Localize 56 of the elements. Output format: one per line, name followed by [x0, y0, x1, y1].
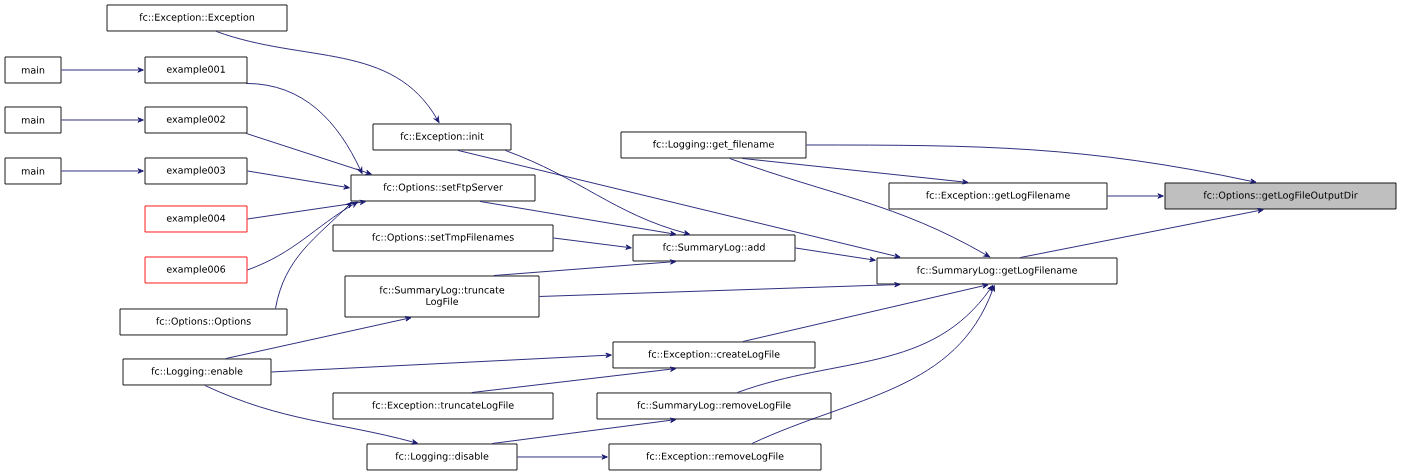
function-box: fc::SummaryLog::getLogFilename [876, 257, 1118, 285]
arrow [539, 282, 901, 297]
function-box: fc::Exception::createLogFile [612, 341, 816, 369]
arrow [553, 237, 632, 250]
arrow [61, 117, 144, 123]
arrow [741, 158, 969, 185]
arrow [1019, 208, 1264, 258]
function-box: fc::Logging::disable [366, 443, 518, 471]
function-box: main [4, 56, 62, 84]
function-box: fc::Options::setFtpServer [350, 174, 536, 202]
arrow [245, 133, 372, 176]
function-box: fc::Exception::truncateLogFile [332, 392, 554, 420]
function-box: main [4, 157, 62, 185]
function-box: fc::Exception::removeLogFile [608, 443, 822, 471]
function-box: example004 [144, 205, 248, 233]
function-box: fc::Exception::getLogFilename [888, 182, 1108, 210]
arrow [247, 199, 366, 220]
function-box: example003 [144, 157, 248, 185]
function-box: example006 [144, 256, 248, 284]
arrow [795, 247, 876, 263]
function-box: fc::SummaryLog::add [632, 234, 796, 262]
arrow [215, 31, 440, 123]
function-box: fc::Options::getLogFileOutputDir [1164, 182, 1397, 210]
arrow [729, 158, 991, 258]
function-box: fc::SummaryLog::truncate LogFile [344, 275, 540, 318]
function-box: fc::Options::Options [119, 308, 288, 336]
arrow [61, 168, 144, 174]
function-box: fc::SummaryLog::removeLogFile [596, 392, 832, 420]
arrow [751, 285, 995, 444]
function-box: fc::Exception::init [372, 123, 512, 151]
function-box: example001 [144, 56, 248, 84]
arrow [493, 259, 677, 276]
function-box: main [4, 106, 62, 134]
arrow [225, 316, 412, 359]
function-box: fc::Options::setTmpFilenames [332, 224, 554, 252]
function-box: fc::Logging::get_filename [620, 131, 807, 159]
arrow [61, 67, 144, 73]
function-box: fc::Logging::enable [122, 358, 272, 386]
arrow [457, 150, 901, 259]
arrow [275, 201, 353, 309]
arrow [204, 385, 418, 445]
arrow [245, 83, 363, 174]
arrow [491, 417, 677, 444]
function-box: fc::Exception::Exception [106, 4, 288, 32]
arrow [471, 366, 677, 393]
arrow [1107, 193, 1164, 199]
arrow [271, 352, 612, 373]
arrow [736, 284, 994, 393]
arrow [479, 201, 677, 237]
arrow [504, 150, 690, 236]
arrow [247, 201, 358, 271]
arrow [247, 170, 350, 190]
arrow [806, 144, 1257, 184]
arrow [517, 454, 608, 460]
function-box: example002 [144, 106, 248, 134]
arrow [742, 283, 989, 342]
